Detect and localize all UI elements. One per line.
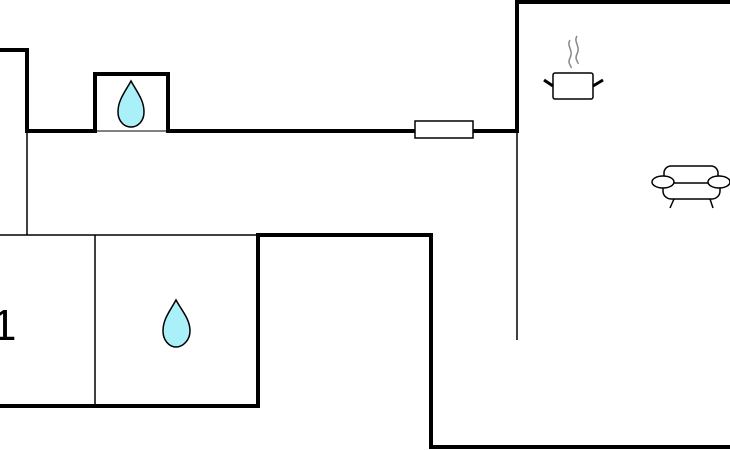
cooking-pot-icon <box>543 35 604 100</box>
sofa-icon <box>651 165 730 209</box>
wall <box>0 48 415 133</box>
water-drop-icon <box>117 79 145 128</box>
wall <box>473 0 730 133</box>
water-drop-icon <box>162 298 191 348</box>
room-number-label: 1 <box>0 301 17 350</box>
window-icon <box>414 120 474 139</box>
wall <box>0 233 730 449</box>
